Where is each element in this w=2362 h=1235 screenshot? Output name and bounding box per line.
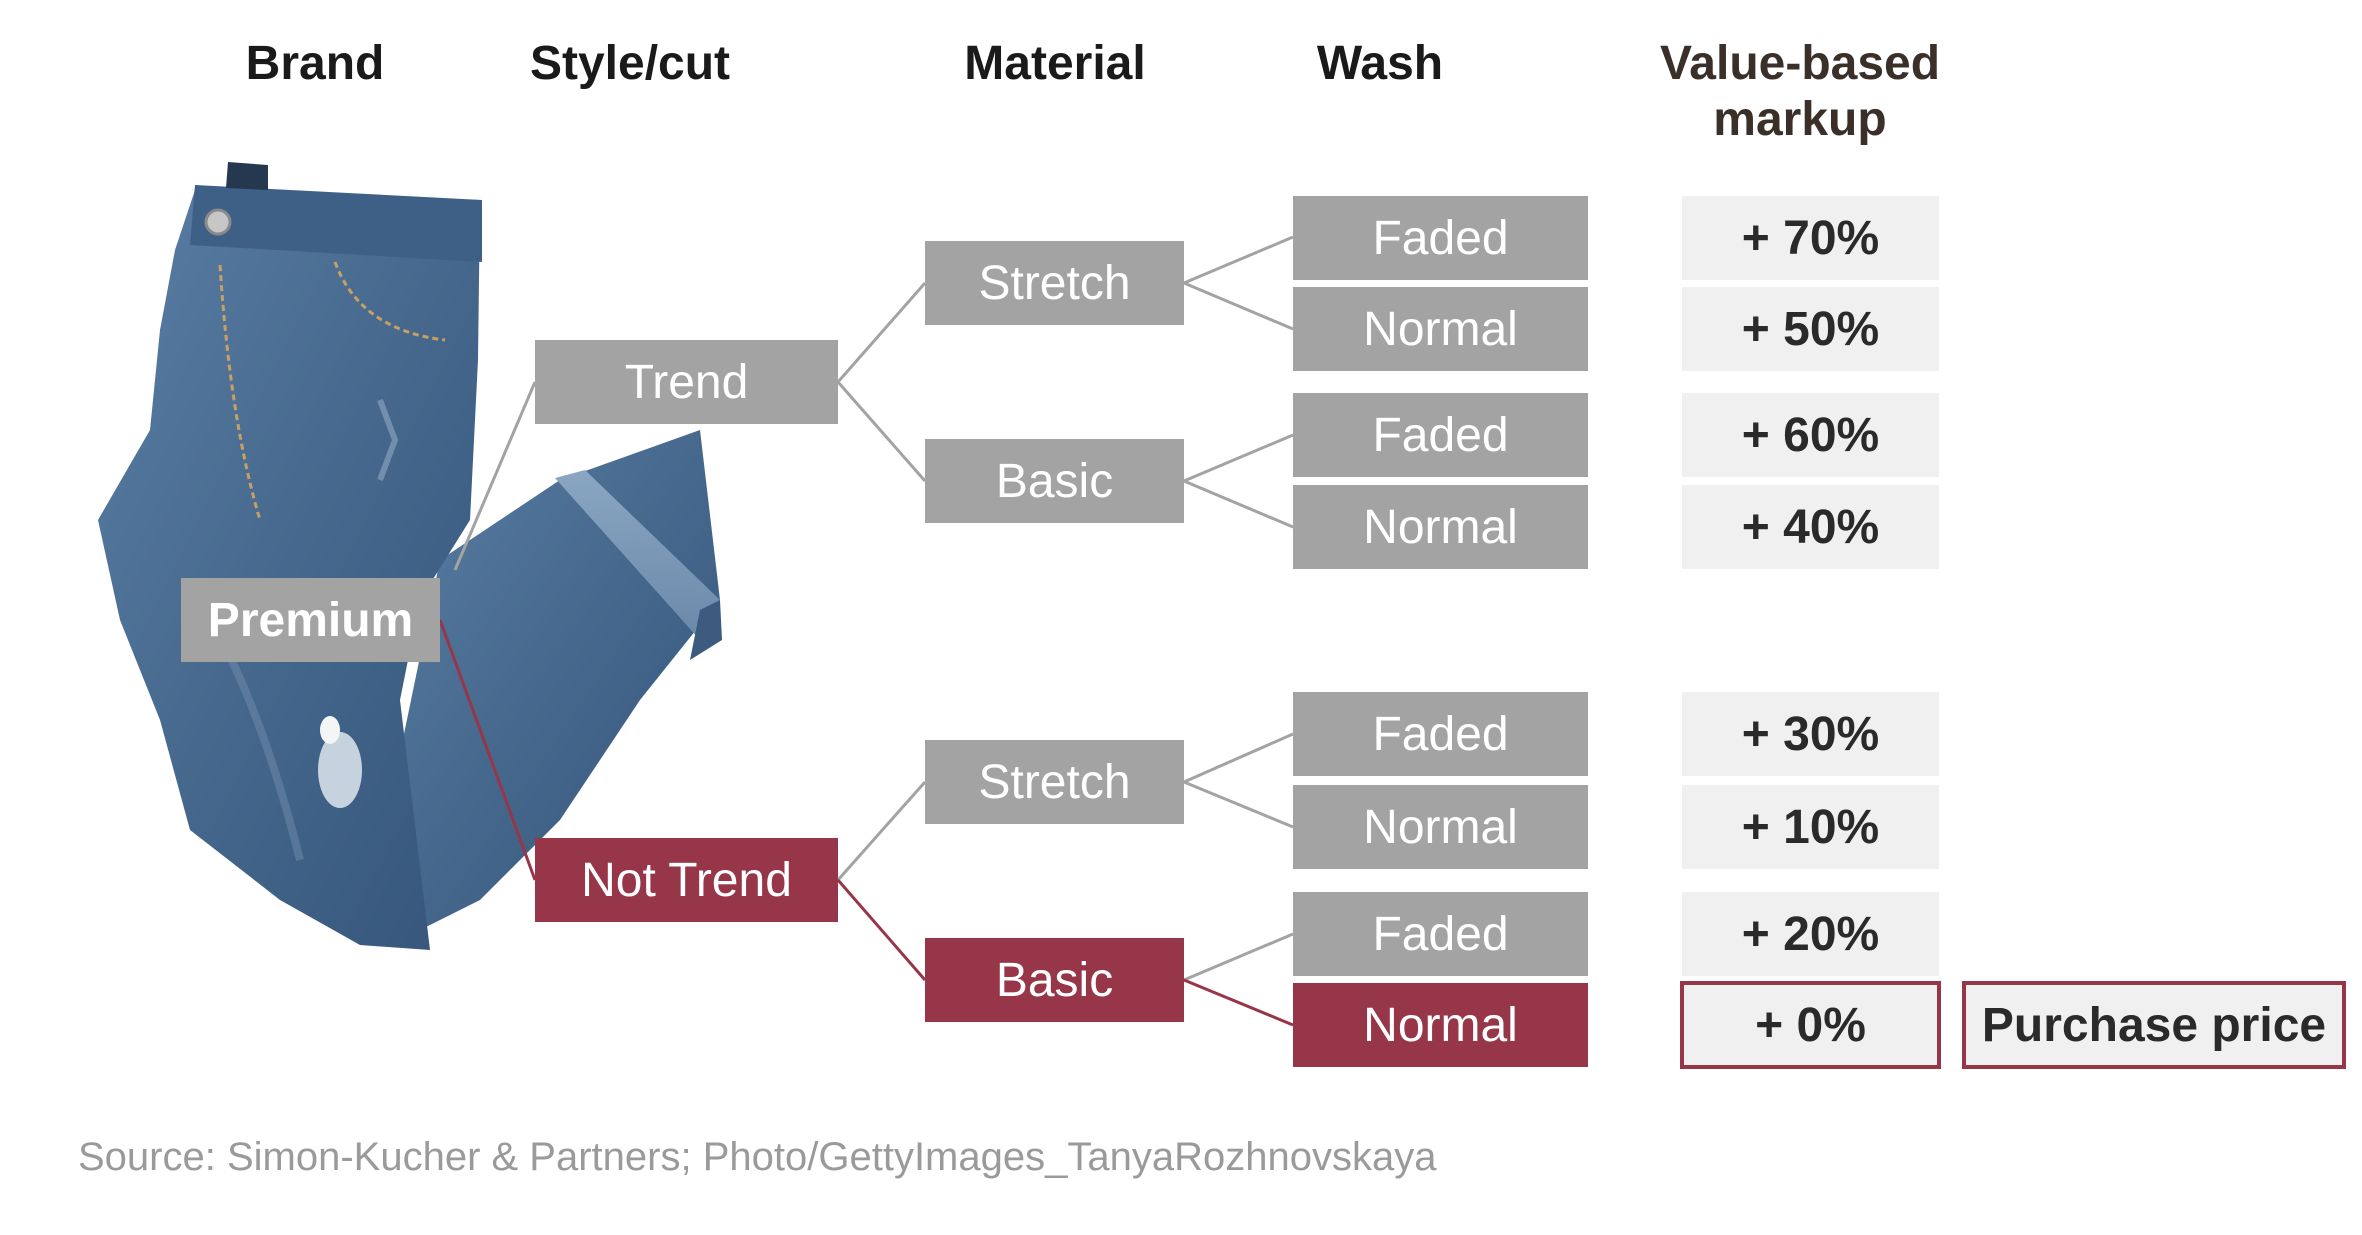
markup-value: + 40% — [1682, 485, 1939, 569]
brand-premium-box: Premium — [181, 578, 440, 662]
wash-faded-box: Faded — [1293, 393, 1588, 477]
header-wash: Wash — [1316, 37, 1444, 90]
material-basic-box: Basic — [925, 439, 1184, 523]
markup-value: + 60% — [1682, 393, 1939, 477]
header-material: Material — [964, 37, 1146, 90]
markup-value: + 70% — [1682, 196, 1939, 280]
wash-faded-box: Faded — [1293, 196, 1588, 280]
markup-value: + 30% — [1682, 692, 1939, 776]
header-markup: Value-based markup — [1630, 36, 1970, 148]
wash-normal-box: Normal — [1293, 983, 1588, 1067]
header-markup-line2: markup — [1713, 93, 1887, 146]
source-caption: Source: Simon-Kucher & Partners; Photo/G… — [78, 1135, 1437, 1179]
style-not-trend-box: Not Trend — [535, 838, 838, 922]
wash-faded-box: Faded — [1293, 692, 1588, 776]
markup-value: + 10% — [1682, 785, 1939, 869]
material-stretch-box: Stretch — [925, 740, 1184, 824]
purchase-price-box: Purchase price — [1962, 981, 2346, 1069]
markup-value: + 20% — [1682, 892, 1939, 976]
wash-normal-box: Normal — [1293, 287, 1588, 371]
style-trend-box: Trend — [535, 340, 838, 424]
wash-normal-box: Normal — [1293, 785, 1588, 869]
material-basic-box: Basic — [925, 938, 1184, 1022]
header-brand: Brand — [245, 37, 385, 90]
header-style-cut: Style/cut — [529, 37, 731, 90]
header-markup-line1: Value-based — [1659, 37, 1941, 90]
markup-value: + 50% — [1682, 287, 1939, 371]
markup-value-base: + 0% — [1680, 981, 1941, 1069]
wash-normal-box: Normal — [1293, 485, 1588, 569]
wash-faded-box: Faded — [1293, 892, 1588, 976]
material-stretch-box: Stretch — [925, 241, 1184, 325]
